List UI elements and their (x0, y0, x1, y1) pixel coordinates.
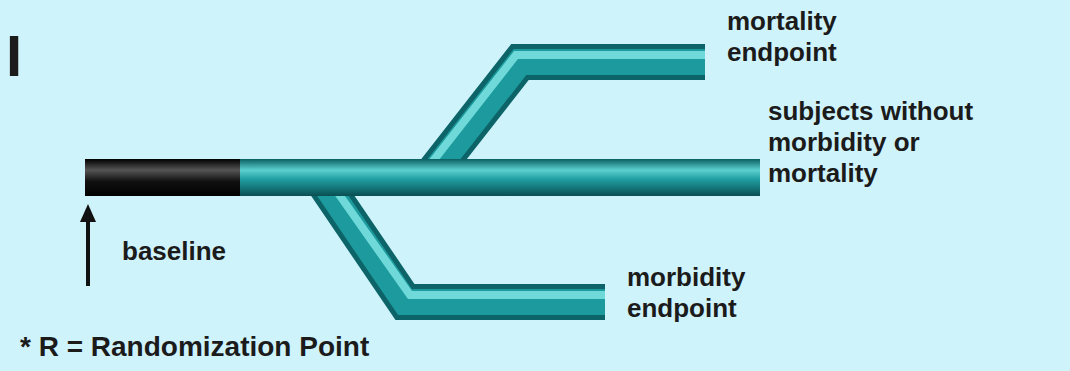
baseline-arrow (80, 204, 96, 286)
footnote: * R = Randomization Point (20, 330, 540, 364)
cropped-letter: I (6, 26, 46, 86)
main-tube (240, 159, 760, 196)
mortality-branch (426, 55, 705, 177)
outcome-label: subjects without morbidity or mortality (768, 96, 1018, 189)
baseline-label: baseline (122, 236, 272, 267)
endpoint-label: morbidity endpoint (627, 262, 777, 324)
baseline-tube (85, 159, 240, 196)
endpoint-label: mortality endpoint (727, 6, 877, 68)
